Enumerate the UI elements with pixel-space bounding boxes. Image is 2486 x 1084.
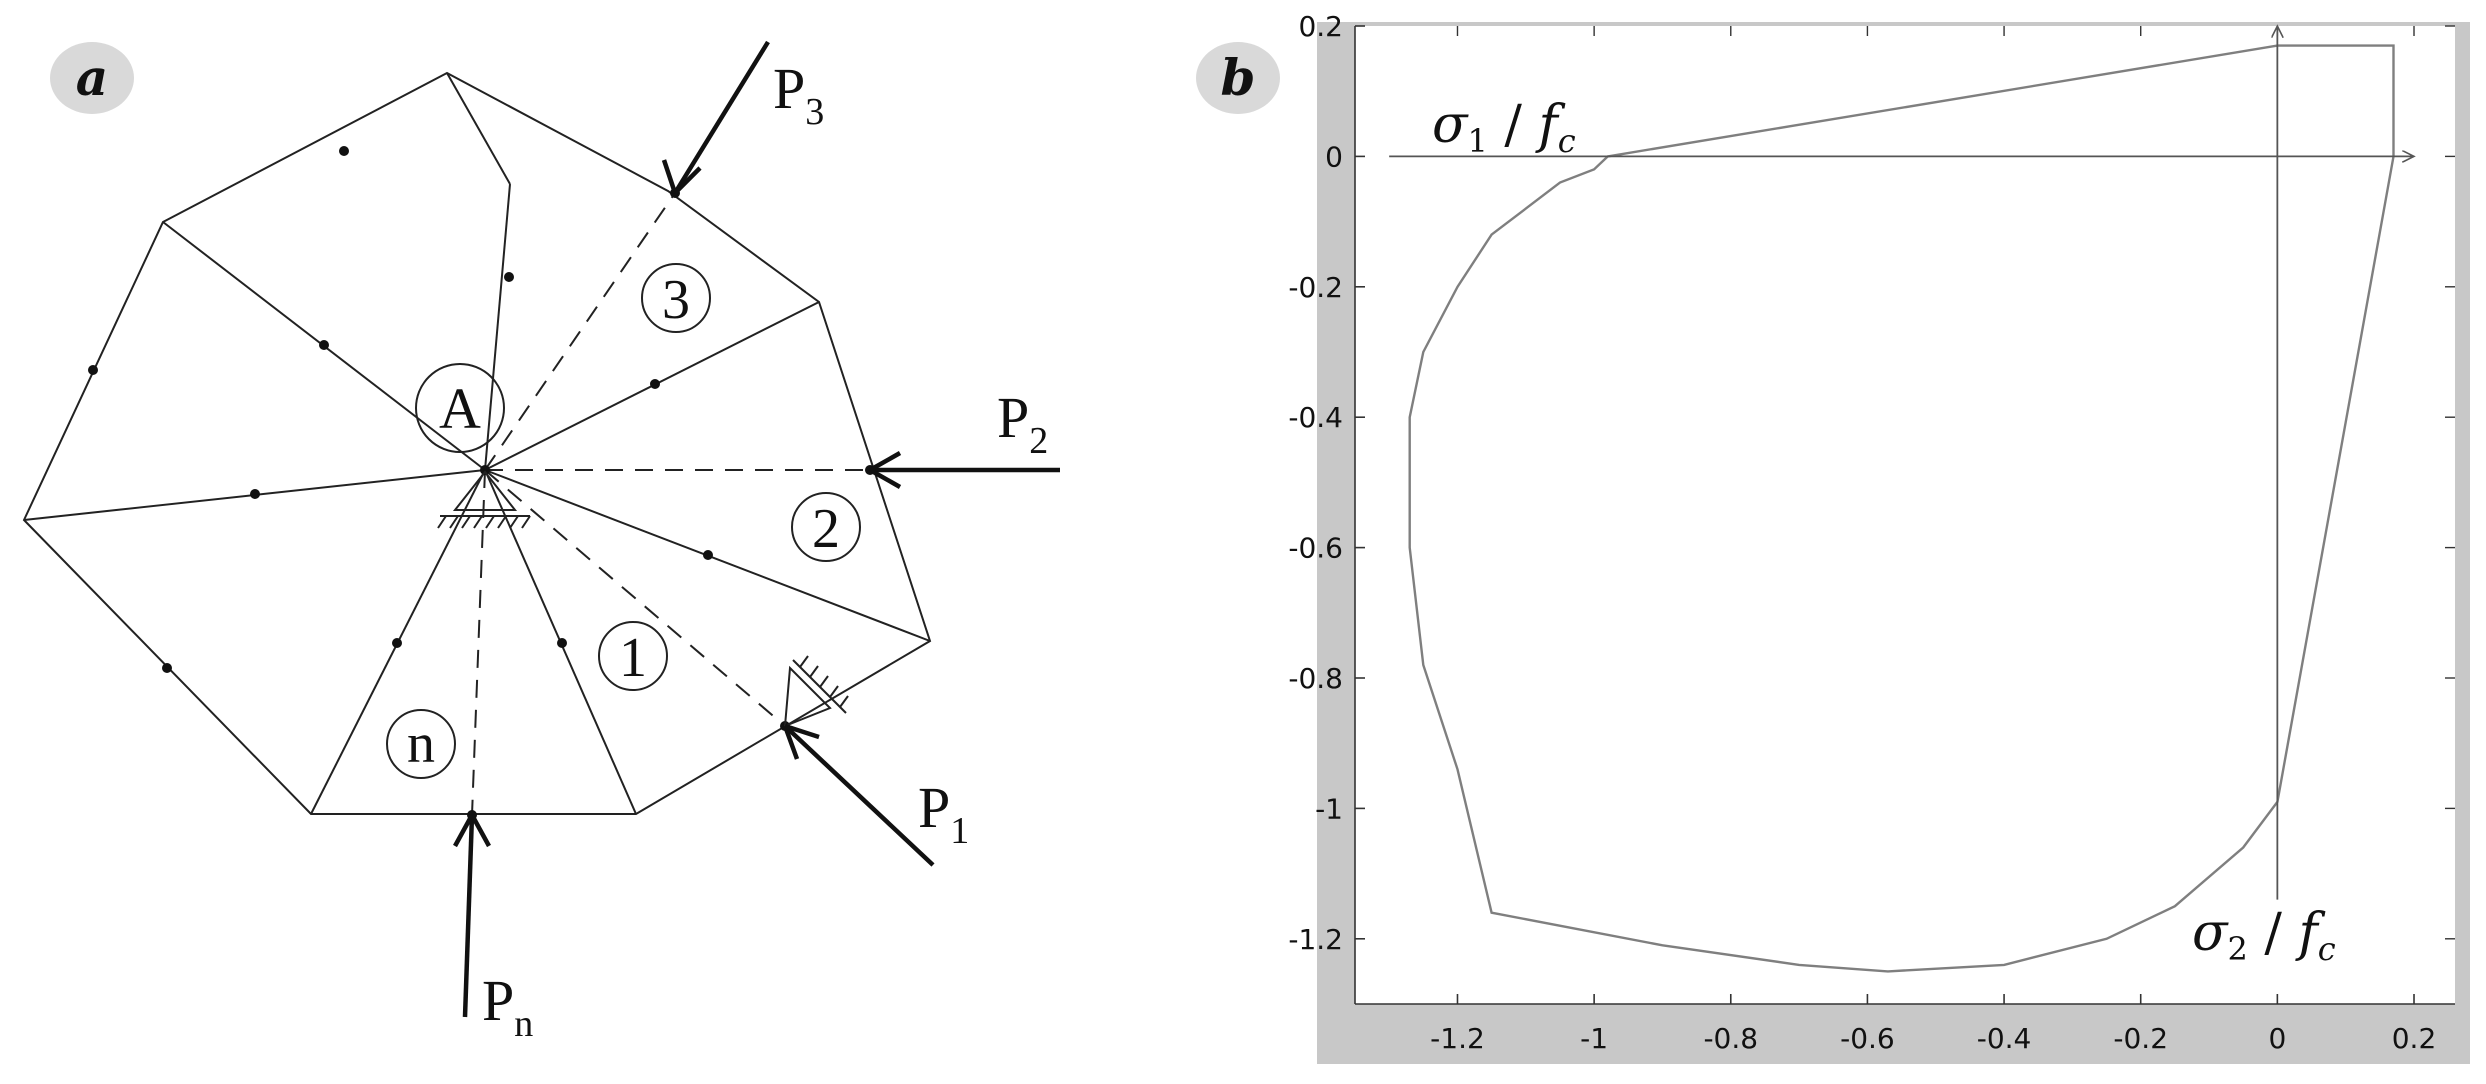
x-axis-ticks: -1.2 -1 -0.8 -0.6 -0.4 -0.2 0 0.2 [1430, 26, 2436, 1055]
x-tick-label: -1 [1580, 1022, 1608, 1055]
x-tick-label: -0.2 [2113, 1022, 2168, 1055]
node-a-label: A [439, 376, 481, 441]
y-tick-label: -1 [1315, 792, 1343, 825]
element-edges [23, 72, 931, 815]
panel-a-badge [50, 42, 134, 114]
panel-b-letter: b [1221, 48, 1256, 107]
plot-area [1355, 26, 2455, 1004]
panel-a-diagram: a [22, 40, 1060, 1045]
element-labels: 3 2 1 n [386, 263, 861, 779]
load-label-p2: P2 [997, 385, 1048, 462]
load-arrows [453, 40, 1060, 1018]
y-tick-label: -0.8 [1288, 662, 1343, 695]
panel-a-letter: a [76, 48, 108, 107]
y-tick-label: -0.4 [1288, 401, 1343, 434]
element-label-1: 1 [619, 627, 647, 689]
panel-b-chart: b 0.20-0.2-0.4-0.6-0.8-1-1.2 -1.2-1-0.8-… [1196, 10, 2470, 1064]
element-label-3: 3 [662, 269, 690, 331]
y-tick-label: -0.2 [1288, 271, 1343, 304]
sigma1-axis-label: σ1 / fc [1432, 95, 1576, 160]
x-tick-label: -0.8 [1703, 1022, 1758, 1055]
mesh-nodes [88, 146, 875, 820]
load-label-p1: P1 [918, 775, 969, 852]
panel-b-badge [1196, 42, 1280, 114]
support-p1-icon [783, 655, 849, 728]
y-tick-label: 0.2 [1298, 10, 1343, 43]
x-tick-label: 0 [2268, 1022, 2286, 1055]
load-label-p3: P3 [773, 56, 824, 133]
x-tick-label: -0.6 [1840, 1022, 1895, 1055]
y-axis-ticks: 0.2 0 -0.2 -0.4 -0.6 -0.8 -1 -1.2 [1288, 10, 2455, 956]
y-tick-label: 0 [1325, 140, 1343, 173]
sigma2-axis-label: σ2 / fc [2192, 903, 2336, 968]
x-tick-label: 0.2 [2392, 1022, 2437, 1055]
y-tick-label: -1.2 [1288, 923, 1343, 956]
load-label-pn: Pn [482, 968, 533, 1045]
support-a-icon [437, 470, 531, 529]
load-labels: P3 P2 P1 Pn [482, 56, 1048, 1045]
load-lines-dashed [471, 192, 870, 816]
element-label-n: n [407, 713, 435, 775]
plot-border [1354, 26, 2455, 1005]
x-tick-label: -1.2 [1430, 1022, 1485, 1055]
failure-envelope-series [1408, 44, 2395, 973]
element-label-2: 2 [812, 498, 840, 560]
y-tick-label: -0.6 [1288, 532, 1343, 565]
node-a-circle [415, 363, 505, 453]
x-tick-label: -0.4 [1977, 1022, 2032, 1055]
mesh-outline [22, 71, 932, 815]
